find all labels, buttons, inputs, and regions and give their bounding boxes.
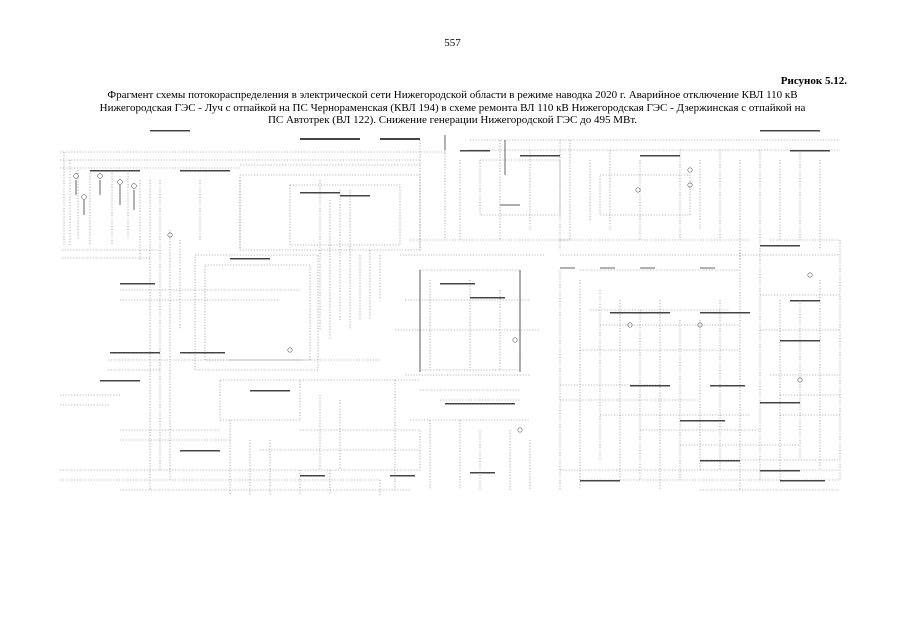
figure-caption: Фрагмент схемы потокораспределения в эле… bbox=[60, 89, 845, 127]
page-number: 557 bbox=[444, 37, 461, 49]
caption-line: ПС Автотрек (ВЛ 122). Снижение генерации… bbox=[267, 114, 638, 126]
diagram-small-labels bbox=[90, 130, 830, 482]
caption-line: Фрагмент схемы потокораспределения в эле… bbox=[107, 89, 798, 101]
diagram-nodes bbox=[73, 167, 813, 433]
caption-line: Нижегородская ГЭС - Луч с отпайкой на ПС… bbox=[99, 101, 806, 114]
diagram-dotted-lines bbox=[60, 139, 841, 495]
diagram-solid-lines bbox=[75, 135, 715, 372]
figure-label: Рисунок 5.12. bbox=[780, 75, 847, 87]
